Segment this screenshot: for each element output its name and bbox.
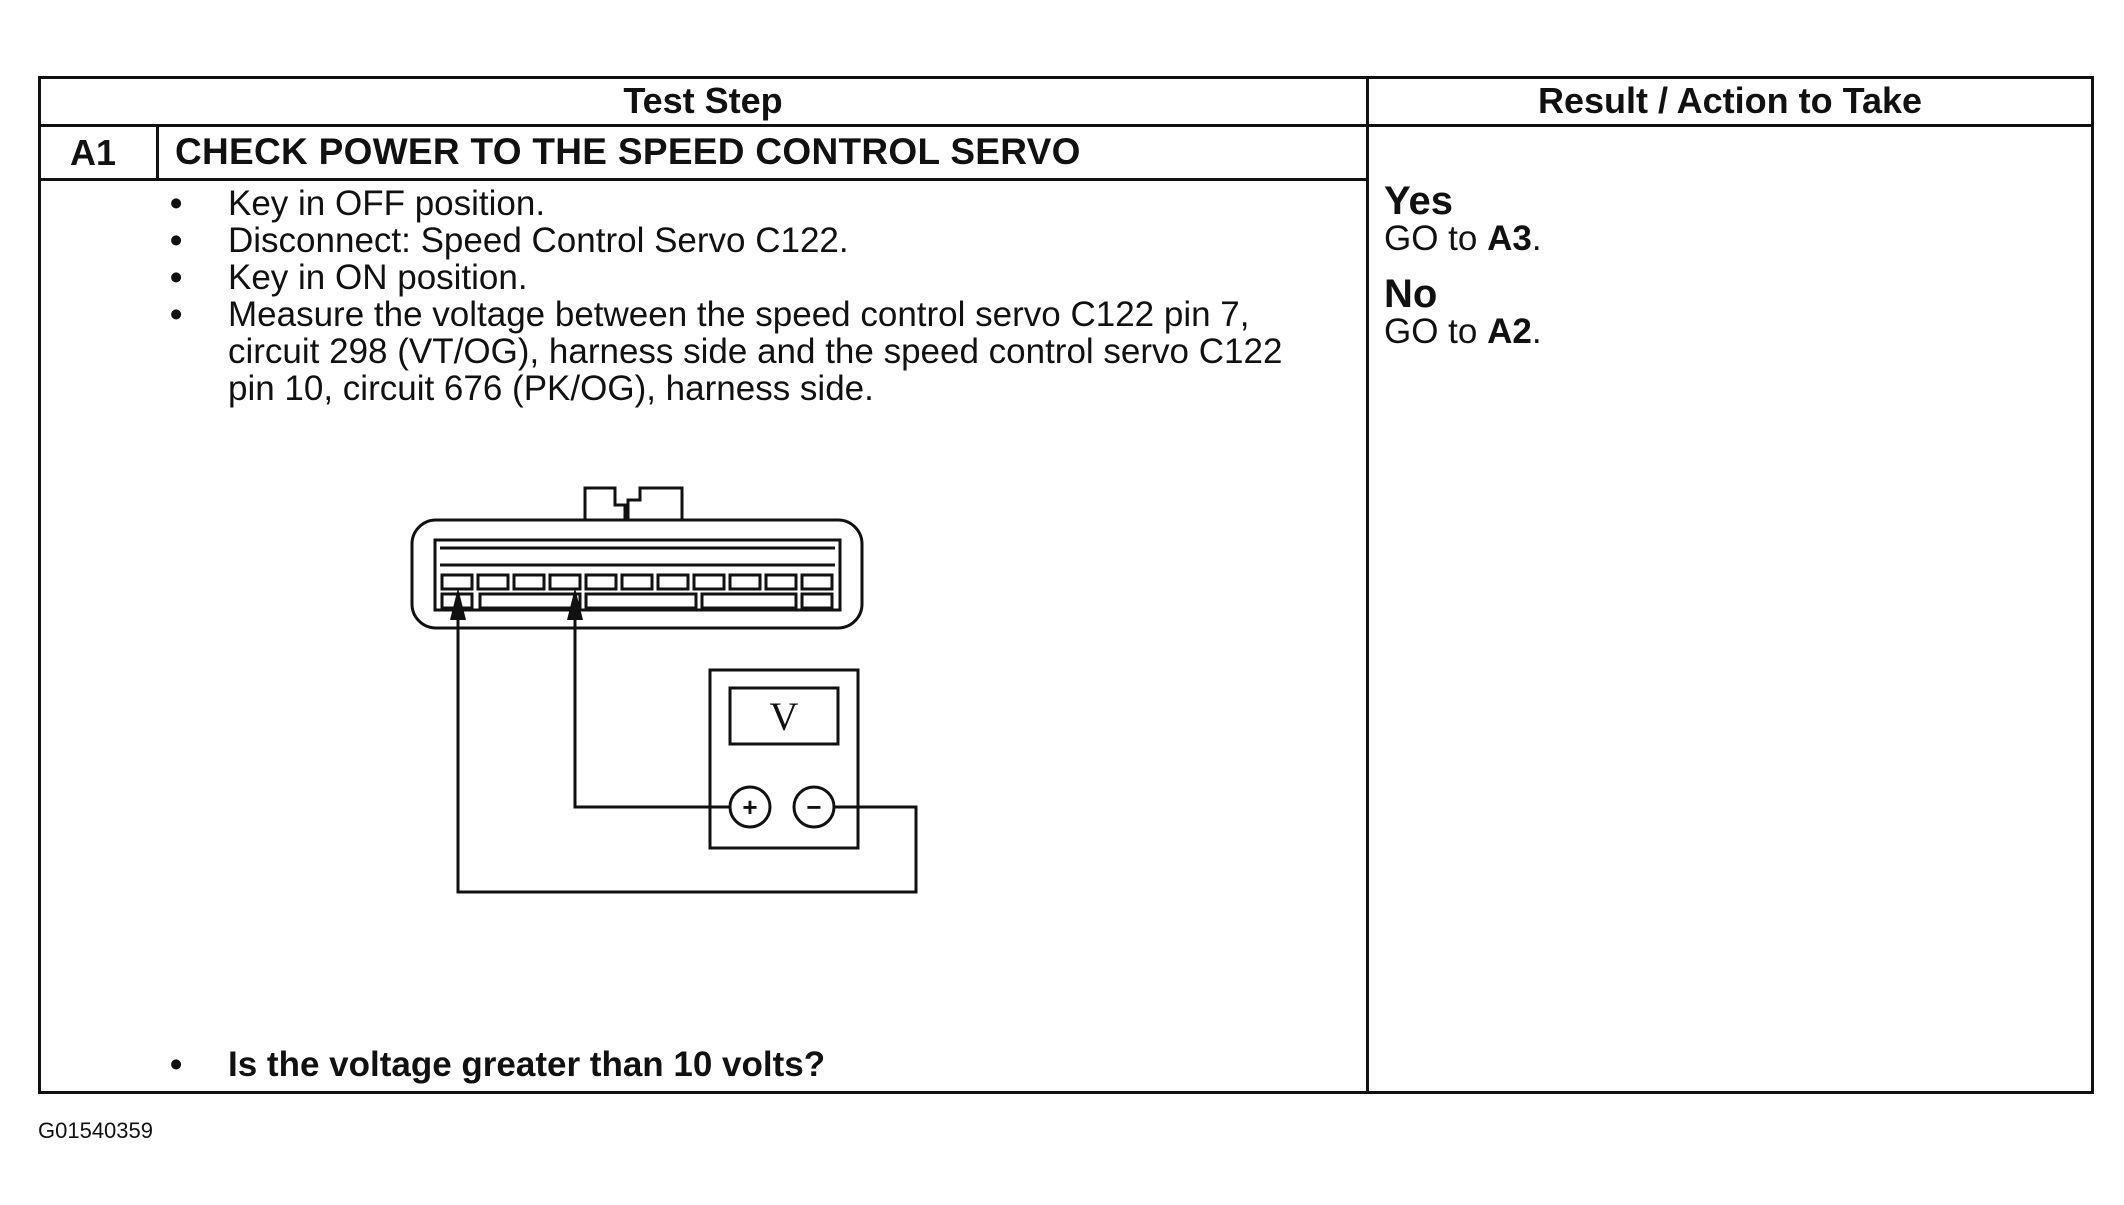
connector-latch — [583, 486, 627, 520]
column-divider — [1366, 76, 1369, 1094]
list-item: • Key in OFF position. — [170, 185, 1320, 222]
instruction-text: Measure the voltage between the speed co… — [228, 295, 1283, 408]
header-test-step: Test Step — [623, 80, 783, 121]
negative-lead — [456, 605, 918, 894]
connector-body — [410, 518, 864, 630]
question-item: • Is the voltage greater than 10 volts? — [170, 1045, 825, 1085]
voltmeter-display — [728, 686, 840, 746]
step-row-divider — [38, 178, 1368, 181]
voltmeter-body — [708, 668, 860, 850]
bullet-icon: • — [170, 295, 183, 334]
instruction-text: Key in OFF position. — [228, 184, 546, 223]
result-no: No GO to A2. — [1384, 272, 1542, 351]
instruction-list: • Key in OFF position. • Disconnect: Spe… — [170, 185, 1320, 407]
result-yes-action: GO to A3. — [1384, 219, 1542, 258]
figure-id: G01540359 — [38, 1118, 153, 1143]
instruction-text: Disconnect: Speed Control Servo C122. — [228, 221, 849, 260]
result-no-action: GO to A2. — [1384, 312, 1542, 351]
result-yes-label: Yes — [1384, 179, 1453, 223]
probe-arrow-pin-7 — [450, 588, 466, 620]
result-no-target: A2 — [1487, 312, 1532, 351]
header-result-action: Result / Action to Take — [1537, 80, 1923, 121]
header-divider — [38, 124, 2094, 127]
voltmeter-display-label: V — [770, 694, 799, 739]
test-step-table — [38, 76, 2094, 1094]
step-id-divider — [156, 124, 159, 180]
bullet-icon: • — [170, 184, 183, 223]
result-yes: Yes GO to A3. — [1384, 179, 1542, 258]
bullet-icon: • — [170, 221, 183, 260]
list-item: • Measure the voltage between the speed … — [170, 296, 1320, 407]
result-yes-target: A3 — [1487, 219, 1532, 258]
minus-symbol: − — [806, 792, 821, 822]
probe-arrow-pin-10 — [567, 588, 583, 620]
bullet-icon: • — [170, 258, 183, 297]
instruction-text: Key in ON position. — [228, 258, 528, 297]
list-item: • Disconnect: Speed Control Servo C122. — [170, 222, 1320, 259]
step-title: CHECK POWER TO THE SPEED CONTROL SERVO — [175, 131, 1081, 172]
positive-lead — [573, 605, 730, 809]
question-text: Is the voltage greater than 10 volts? — [228, 1045, 826, 1084]
step-id: A1 — [70, 132, 117, 173]
bullet-icon: • — [170, 1045, 183, 1084]
plus-symbol: + — [742, 792, 757, 822]
list-item: • Key in ON position. — [170, 259, 1320, 296]
result-no-label: No — [1384, 272, 1438, 316]
connector-meter-diagram: V + − — [410, 486, 918, 894]
